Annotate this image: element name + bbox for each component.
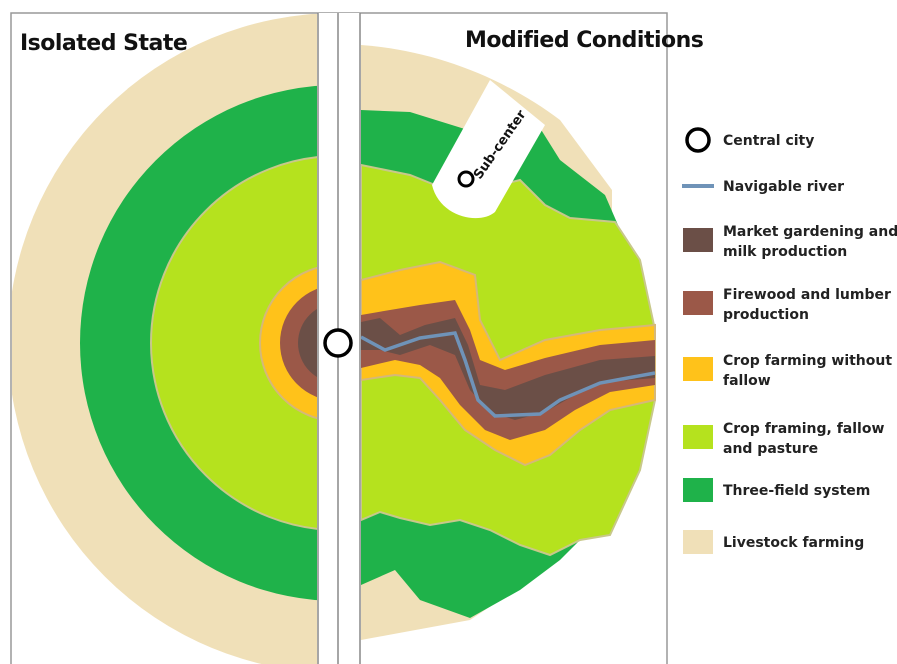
legend-item-three-field: Three-field system xyxy=(683,478,870,502)
right-panel-modified-conditions xyxy=(361,45,656,640)
sub-center-marker xyxy=(457,170,475,188)
right-panel-title: Modified Conditions xyxy=(465,28,704,53)
legend-label-navigable-river: Navigable river xyxy=(723,179,844,195)
legend-label-crop-no-fallow: fallow xyxy=(723,373,771,389)
legend-swatch-crop-fallow-pasture xyxy=(683,425,713,449)
legend-label-crop-fallow-pasture: and pasture xyxy=(723,441,818,457)
legend-swatch-market-gardening xyxy=(683,228,713,252)
legend-swatch-three-field xyxy=(683,478,713,502)
legend-label-market-gardening: milk production xyxy=(723,244,847,260)
legend-label-three-field: Three-field system xyxy=(723,483,870,499)
legend-label-firewood-lumber: Firewood and lumber xyxy=(723,287,891,303)
ring-market-gardening-left xyxy=(298,308,317,378)
legend-swatch-navigable-river xyxy=(682,184,714,188)
legend-label-livestock: Livestock farming xyxy=(723,535,864,551)
legend-swatch-livestock xyxy=(683,530,713,554)
navigable-river xyxy=(361,331,656,418)
legend-label-crop-no-fallow: Crop farming without xyxy=(723,353,892,369)
legend-label-crop-fallow-pasture: Crop framing, fallow xyxy=(723,421,884,437)
legend-item-market-gardening: Market gardening and milk production xyxy=(683,224,897,260)
legend-swatch-crop-no-fallow xyxy=(683,357,713,381)
left-panel-title: Isolated State xyxy=(20,31,187,56)
legend-item-firewood-lumber: Firewood and lumber production xyxy=(683,287,891,323)
legend-label-firewood-lumber: production xyxy=(723,307,809,323)
legend-item-livestock: Livestock farming xyxy=(683,530,864,554)
central-city-marker xyxy=(323,328,353,358)
legend-item-crop-fallow-pasture: Crop framing, fallow and pasture xyxy=(683,421,884,457)
legend-item-central-city: Central city xyxy=(685,127,814,153)
legend-item-crop-no-fallow: Crop farming without fallow xyxy=(683,353,892,389)
legend-label-market-gardening: Market gardening and xyxy=(723,224,897,240)
ring-crop-fallow-left xyxy=(150,156,317,530)
legend-label-central-city: Central city xyxy=(723,133,814,149)
legend-item-navigable-river: Navigable river xyxy=(682,179,844,195)
legend-swatch-firewood-lumber xyxy=(683,291,713,315)
zone-market-gardening-right xyxy=(361,318,655,420)
left-panel-isolated-state xyxy=(12,14,317,664)
legend-swatch-central-city xyxy=(685,127,711,153)
